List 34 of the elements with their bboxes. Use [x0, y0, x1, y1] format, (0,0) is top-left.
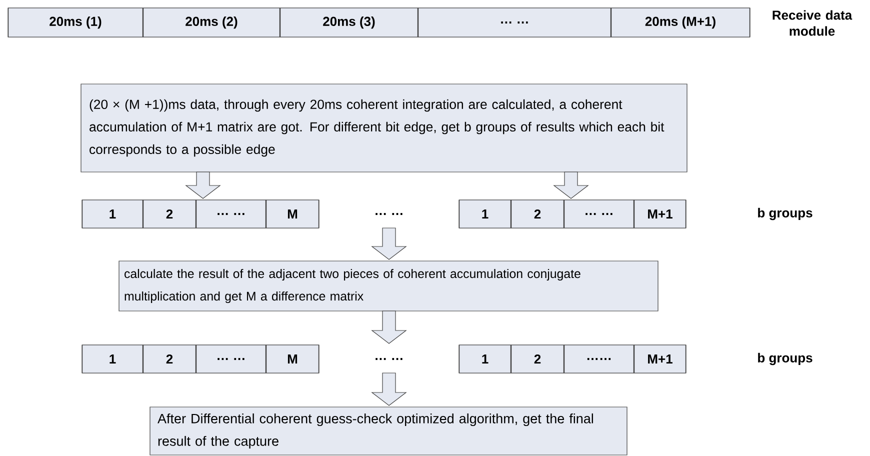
- cell: 2: [143, 344, 196, 374]
- cell: … …: [564, 200, 634, 228]
- cell: 2: [511, 344, 564, 374]
- block-arrow: [371, 228, 407, 260]
- process-box: After Differential coherent guess-check optimized algorithm, get the final result of the capture: [150, 406, 628, 456]
- cell: … …: [196, 344, 266, 374]
- cell: 1: [459, 344, 511, 374]
- block-arrow: [371, 310, 407, 344]
- cell: 20ms (1): [8, 8, 143, 38]
- cell: 20ms (2): [143, 8, 280, 38]
- cell: 2: [143, 200, 196, 228]
- side-label: Receive data module: [772, 10, 852, 36]
- cell: M+1: [634, 200, 686, 228]
- block-arrow: [371, 372, 407, 406]
- cell: … …: [196, 200, 266, 228]
- cell: ……: [564, 344, 634, 374]
- cell: … …: [418, 8, 611, 38]
- ellipsis-text: … …: [376, 358, 402, 360]
- cell: 2: [511, 200, 564, 228]
- row-label: b groups: [758, 352, 812, 366]
- process-box: (20 × (M +1))ms data, through every 20ms coherent integration are calculated, a coherent accumulation of M+1 matrix are got. For different bit edge, get b groups of results which each bit corresponds to a possible edge: [80, 84, 688, 172]
- cell: 20ms (3): [280, 8, 418, 38]
- cell: 1: [459, 200, 511, 228]
- row-label: b groups: [758, 208, 812, 220]
- cell: 1: [82, 344, 143, 374]
- process-box: calculate the result of the adjacent two pieces of coherent accumulation conjugate multiplication and get M a difference matrix: [118, 260, 658, 312]
- cell: M: [266, 200, 319, 228]
- ellipsis-text: … …: [376, 213, 402, 215]
- block-arrow: [185, 172, 221, 199]
- cell: 20ms (M+1): [611, 8, 750, 38]
- cell: 1: [82, 200, 143, 228]
- cell: M+1: [634, 344, 686, 374]
- block-arrow: [553, 172, 589, 199]
- cell: M: [266, 344, 319, 374]
